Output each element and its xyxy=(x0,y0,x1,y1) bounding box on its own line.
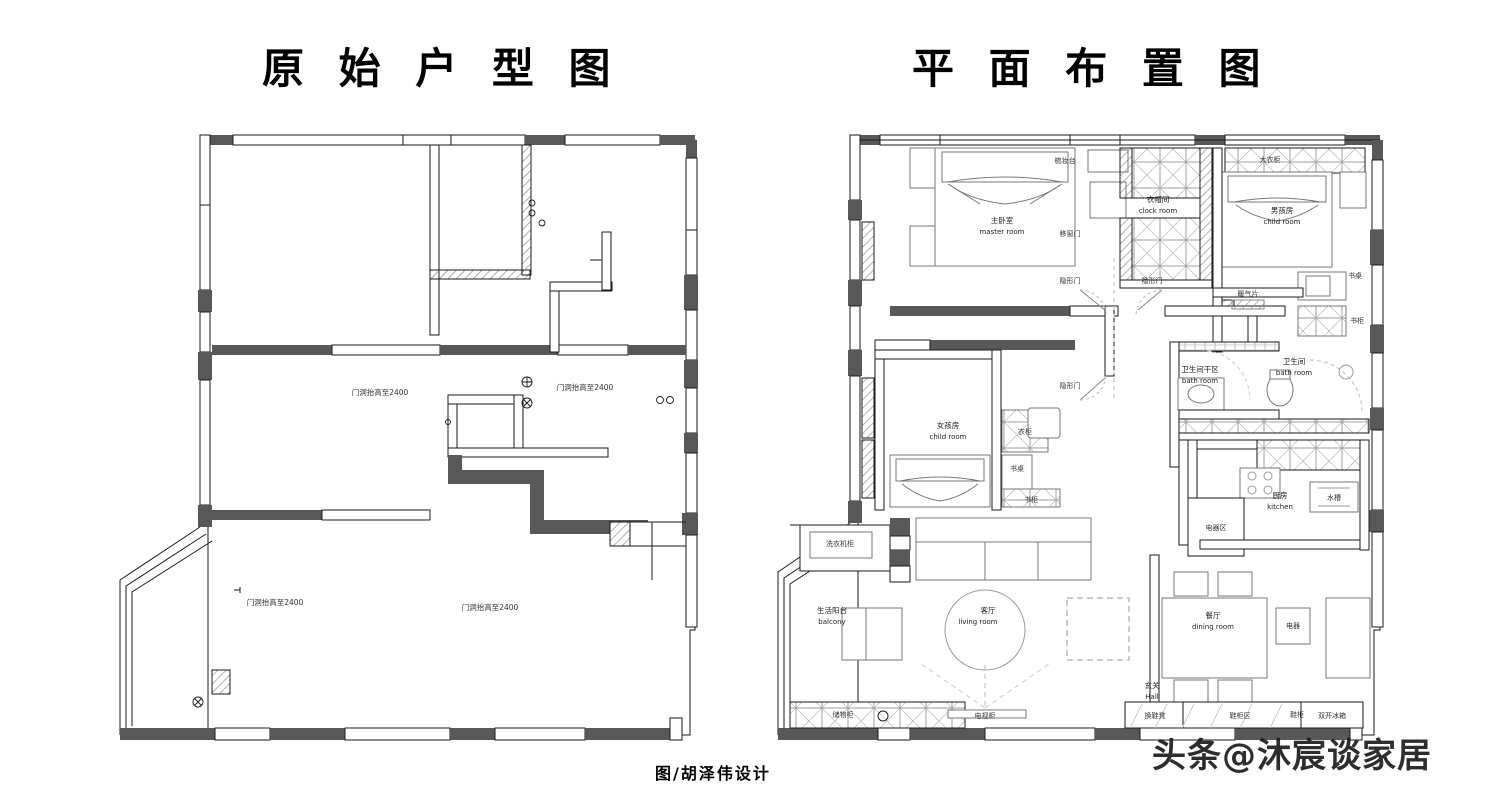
furniture-label-dresser: 梳妆台 xyxy=(1055,156,1076,165)
note-label: 门洞抬高至2400 xyxy=(352,387,409,397)
layout-floorplan-drawing: 主卧室 master room 衣帽间 clock room 男孩房 child… xyxy=(770,110,1430,760)
room-label-cloak-room: 衣帽间 clock room xyxy=(1139,194,1177,215)
room-label-en: kitchen xyxy=(1267,503,1293,511)
room-label-cn: 厨房 xyxy=(1273,490,1288,500)
furniture-label-storage-1: 储物柜 xyxy=(833,710,854,719)
furniture-label-water-heater: 水槽 xyxy=(1327,493,1341,502)
furniture-label-hidden-door-1: 隐形门 xyxy=(1060,276,1081,285)
credit-text: 图/胡泽伟设计 xyxy=(655,764,771,783)
page-title-original: 原 始 户 型 图 xyxy=(262,44,621,93)
room-label-cn: 主卧室 xyxy=(991,215,1014,225)
room-label-en: clock room xyxy=(1139,207,1177,215)
room-label-kitchen: 厨房 kitchen xyxy=(1267,490,1293,511)
furniture-label-fridge: 双开冰箱 xyxy=(1318,711,1346,720)
room-label-en: bath room xyxy=(1276,369,1312,377)
room-label-bath-dry: 卫生间干区 bath room xyxy=(1181,364,1219,385)
furniture-label-washer: 洗衣机柜 xyxy=(826,539,854,548)
furniture-label-microwave: 电器 xyxy=(1286,621,1300,630)
page-title-layout: 平 面 布 置 图 xyxy=(912,44,1271,93)
furniture-label-bookshelf: 书柜 xyxy=(1350,316,1364,325)
room-label-en: child room xyxy=(930,433,967,441)
furniture-label-hidden-door-3: 隐形门 xyxy=(1060,381,1081,390)
furniture-label-tv-cabinet: 电视柜 xyxy=(975,711,996,720)
original-floorplan-drawing: 门洞抬高至2400 门洞抬高至2400 门洞抬高至2400 门洞抬高至2400 xyxy=(90,110,740,760)
room-label-cn: 卫生间 xyxy=(1283,356,1306,366)
room-label-cn: 餐厅 xyxy=(1206,611,1222,620)
room-label-master-room: 主卧室 master room xyxy=(979,215,1024,236)
furniture-label-group: 梳妆台 大衣柜 移窗门 书桌 书柜 暖气片 隐形门 隐形门 隐形门 衣柜 书桌 … xyxy=(826,155,1364,720)
room-label-hall: 玄关 Hall xyxy=(1145,680,1161,701)
room-label-cn: 玄关 xyxy=(1145,680,1161,690)
furniture-label-big-wardrobe: 大衣柜 xyxy=(1260,155,1281,164)
room-label-cn: 生活阳台 xyxy=(817,605,847,615)
furniture-label-radiator: 暖气片 xyxy=(1238,289,1259,298)
room-label-cn: 男孩房 xyxy=(1271,205,1294,215)
room-label-en: Hall xyxy=(1145,693,1158,701)
furniture-label-storage-2: 鞋柜 xyxy=(1290,710,1304,719)
furniture-label-shoe-bench: 换鞋凳 xyxy=(1145,711,1166,720)
furniture-label-hidden-door-2: 隐形门 xyxy=(1142,276,1163,285)
room-label-group: 主卧室 master room 衣帽间 clock room 男孩房 child… xyxy=(817,194,1312,701)
room-label-cn: 卫生间干区 xyxy=(1181,364,1219,374)
room-label-cn: 女孩房 xyxy=(937,420,960,430)
note-label: 门洞抬高至2400 xyxy=(557,382,614,392)
room-label-girl-room: 女孩房 child room xyxy=(930,420,967,441)
furniture-label-sliding-door: 移窗门 xyxy=(1060,229,1081,238)
room-label-balcony: 生活阳台 balcony xyxy=(817,605,847,626)
furniture-label-shoe-cabinet: 鞋柜区 xyxy=(1230,711,1251,720)
watermark-text: 头条@沐宸谈家居 xyxy=(1152,736,1432,776)
furniture-label-bookshelf-girl: 书柜 xyxy=(1024,495,1038,504)
room-label-en: dining room xyxy=(1192,623,1234,631)
room-label-en: master room xyxy=(979,228,1024,236)
room-label-boy-room: 男孩房 child room xyxy=(1264,205,1301,226)
room-label-en: child room xyxy=(1264,218,1301,226)
furniture-label-bookdesk-girl: 书桌 xyxy=(1010,464,1024,473)
room-label-cn: 客厅 xyxy=(981,605,996,615)
note-label: 门洞抬高至2400 xyxy=(247,597,304,607)
room-label-cn: 衣帽间 xyxy=(1147,194,1170,204)
furniture-label-desk: 书桌 xyxy=(1348,271,1362,280)
room-label-bath-room: 卫生间 bath room xyxy=(1276,356,1312,377)
room-label-dining-room: 餐厅 dining room xyxy=(1192,611,1234,631)
furniture-label-wardrobe-girl: 衣柜 xyxy=(1018,427,1032,436)
room-label-living-room: 客厅 living room xyxy=(958,605,997,626)
furniture-label-appliance-zone: 电器区 xyxy=(1206,523,1227,532)
room-label-en: living room xyxy=(958,618,997,626)
note-group: 门洞抬高至2400 门洞抬高至2400 门洞抬高至2400 门洞抬高至2400 xyxy=(247,382,614,612)
note-label: 门洞抬高至2400 xyxy=(462,602,519,612)
room-label-en: bath room xyxy=(1182,377,1218,385)
room-label-en: balcony xyxy=(818,618,845,626)
